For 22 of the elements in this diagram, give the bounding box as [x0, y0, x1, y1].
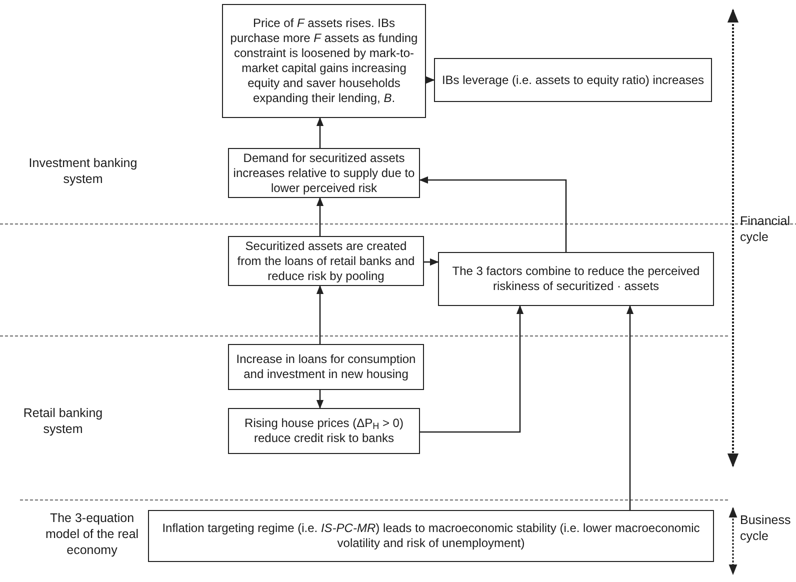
arrow	[424, 258, 439, 266]
process-box: The 3 factors combine to reduce the perceived riskiness of securitized · assets	[438, 252, 714, 306]
arrow	[316, 390, 324, 409]
arrow	[626, 305, 634, 510]
section-label: Business cycle	[740, 512, 792, 544]
arrow	[316, 117, 324, 148]
arrow	[426, 76, 435, 84]
process-box: Increase in loans for consumption and investment in new housing	[228, 344, 424, 390]
arrow	[316, 285, 324, 344]
arrow	[316, 197, 324, 236]
process-box: IBs leverage (i.e. assets to equity ratio) increases	[434, 58, 712, 102]
process-box: Demand for securitized assets increases relative to supply due to lower perceived risk	[228, 148, 420, 198]
section-label: The 3-equation model of the real economy	[44, 510, 140, 558]
process-box: Rising house prices (ΔP$_{H}$ > 0) reduce credit risk to banks	[228, 408, 420, 454]
arrow	[419, 176, 567, 252]
process-box: Securitized assets are created from the loans of retail banks and reduce risk by pooling	[228, 236, 424, 286]
process-box: Price of F assets rises. IBs purchase more F assets as funding constraint is loosened by mark-to-market capital gains increasing equity and saver households expanding their lending, B.	[222, 4, 426, 118]
process-box: Inflation targeting regime (i.e. IS-PC-MR) leads to macroeconomic stability (i.e. lower macroeconomic volatility and risk of unemployment)	[148, 510, 714, 562]
section-label: Retail banking system	[22, 405, 104, 437]
section-label: Investment banking system	[28, 155, 138, 187]
section-label: Financial cycle	[740, 213, 792, 245]
arrow	[420, 305, 524, 433]
